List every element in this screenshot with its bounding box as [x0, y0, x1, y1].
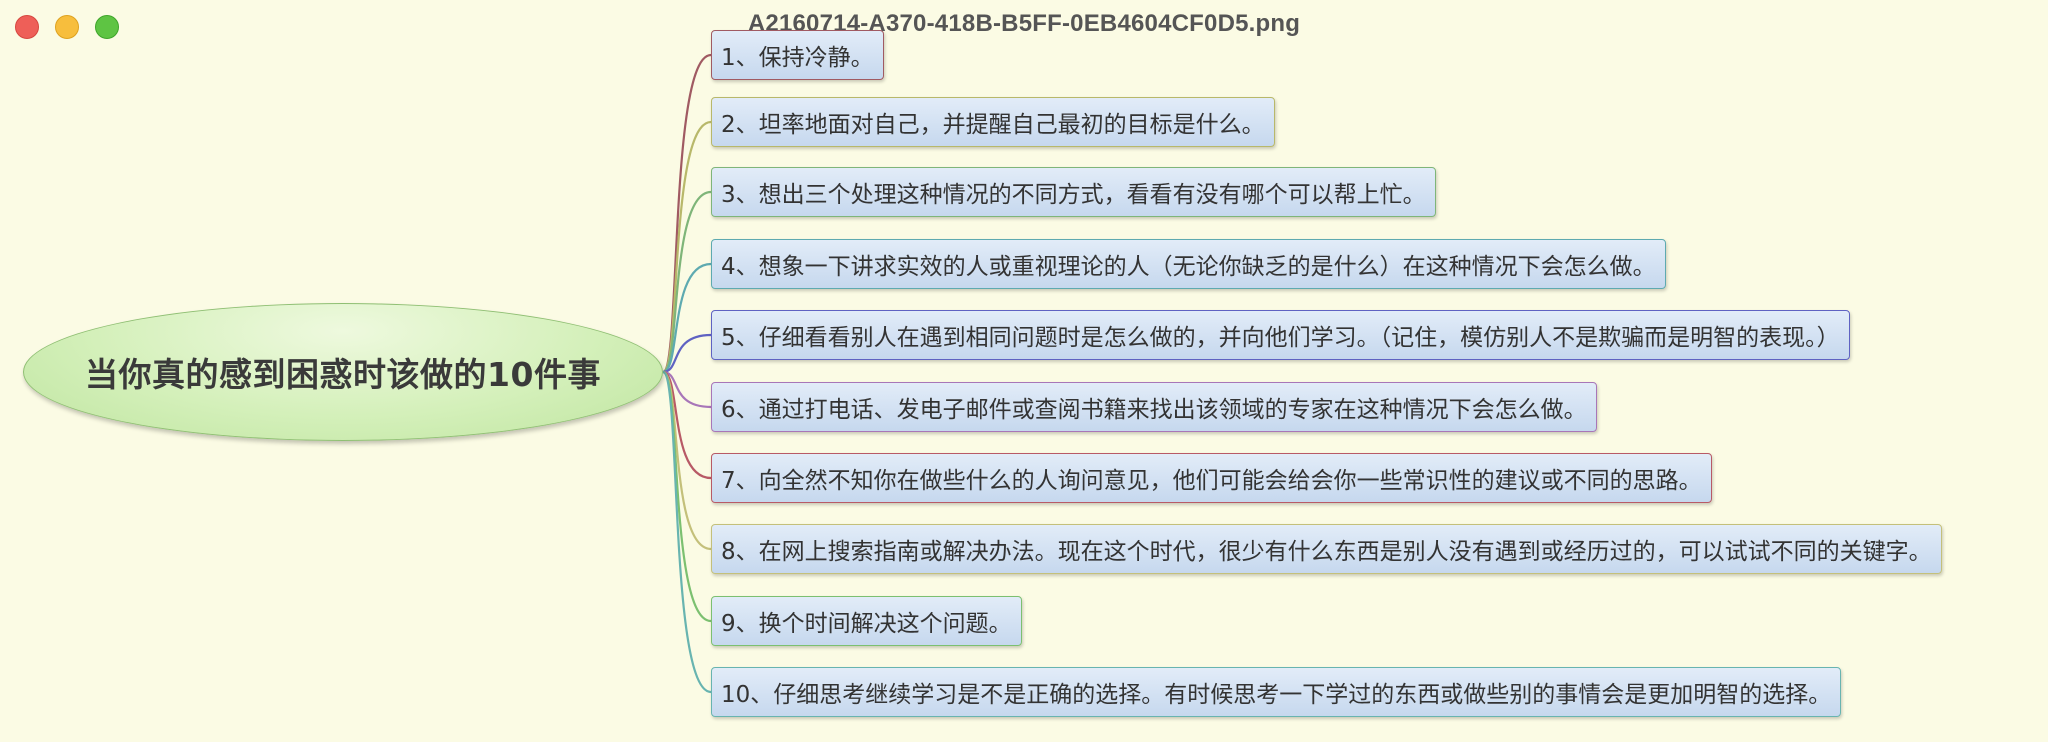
subtopic-5[interactable]: 5、仔细看看别人在遇到相同问题时是怎么做的，并向他们学习。（记住，模仿别人不是欺…: [711, 310, 1850, 360]
subtopic-3[interactable]: 3、想出三个处理这种情况的不同方式，看看有没有哪个可以帮上忙。: [711, 167, 1436, 217]
subtopic-8-label: 8、在网上搜索指南或解决办法。现在这个时代，很少有什么东西是别人没有遇到或经历过…: [721, 539, 1932, 565]
subtopic-3-label: 3、想出三个处理这种情况的不同方式，看看有没有哪个可以帮上忙。: [721, 182, 1426, 208]
subtopic-7-label: 7、向全然不知你在做些什么的人询问意见，他们可能会给会你一些常识性的建议或不同的…: [721, 468, 1702, 494]
subtopic-10[interactable]: 10、仔细思考继续学习是不是正确的选择。有时候思考一下学过的东西或做些别的事情会…: [711, 667, 1842, 717]
connector-4: [662, 262, 712, 374]
subtopic-4-label: 4、想象一下讲求实效的人或重视理论的人（无论你缺乏的是什么）在这种情况下会怎么做…: [721, 254, 1656, 280]
central-topic[interactable]: 当你真的感到困惑时该做的10件事: [23, 303, 663, 441]
subtopic-7[interactable]: 7、向全然不知你在做些什么的人询问意见，他们可能会给会你一些常识性的建议或不同的…: [711, 453, 1712, 503]
subtopic-9[interactable]: 9、换个时间解决这个问题。: [711, 596, 1022, 646]
central-topic-label: 当你真的感到困惑时该做的10件事: [85, 355, 601, 394]
subtopic-10-label: 10、仔细思考继续学习是不是正确的选择。有时候思考一下学过的东西或做些别的事情会…: [721, 682, 1832, 708]
connector-5: [662, 333, 712, 374]
connector-3: [662, 190, 712, 374]
subtopic-1[interactable]: 1、保持冷静。: [711, 30, 884, 80]
subtopic-9-label: 9、换个时间解决这个问题。: [721, 611, 1012, 637]
subtopic-6[interactable]: 6、通过打电话、发电子邮件或查阅书籍来找出该领域的专家在这种情况下会怎么做。: [711, 382, 1597, 432]
subtopic-6-label: 6、通过打电话、发电子邮件或查阅书籍来找出该领域的专家在这种情况下会怎么做。: [721, 397, 1587, 423]
zoom-window-button[interactable]: [95, 15, 119, 39]
subtopic-4[interactable]: 4、想象一下讲求实效的人或重视理论的人（无论你缺乏的是什么）在这种情况下会怎么做…: [711, 239, 1666, 289]
minimize-window-button[interactable]: [55, 15, 79, 39]
subtopic-8[interactable]: 8、在网上搜索指南或解决办法。现在这个时代，很少有什么东西是别人没有遇到或经历过…: [711, 524, 1942, 574]
close-window-button[interactable]: [15, 15, 39, 39]
connector-6: [662, 370, 712, 409]
subtopic-1-label: 1、保持冷静。: [721, 45, 874, 71]
subtopic-2-label: 2、坦率地面对自己，并提醒自己最初的目标是什么。: [721, 112, 1265, 138]
subtopic-5-label: 5、仔细看看别人在遇到相同问题时是怎么做的，并向他们学习。（记住，模仿别人不是欺…: [721, 325, 1840, 351]
connector-1: [661, 53, 712, 374]
connector-10: [661, 370, 712, 694]
subtopic-2[interactable]: 2、坦率地面对自己，并提醒自己最初的目标是什么。: [711, 97, 1275, 147]
